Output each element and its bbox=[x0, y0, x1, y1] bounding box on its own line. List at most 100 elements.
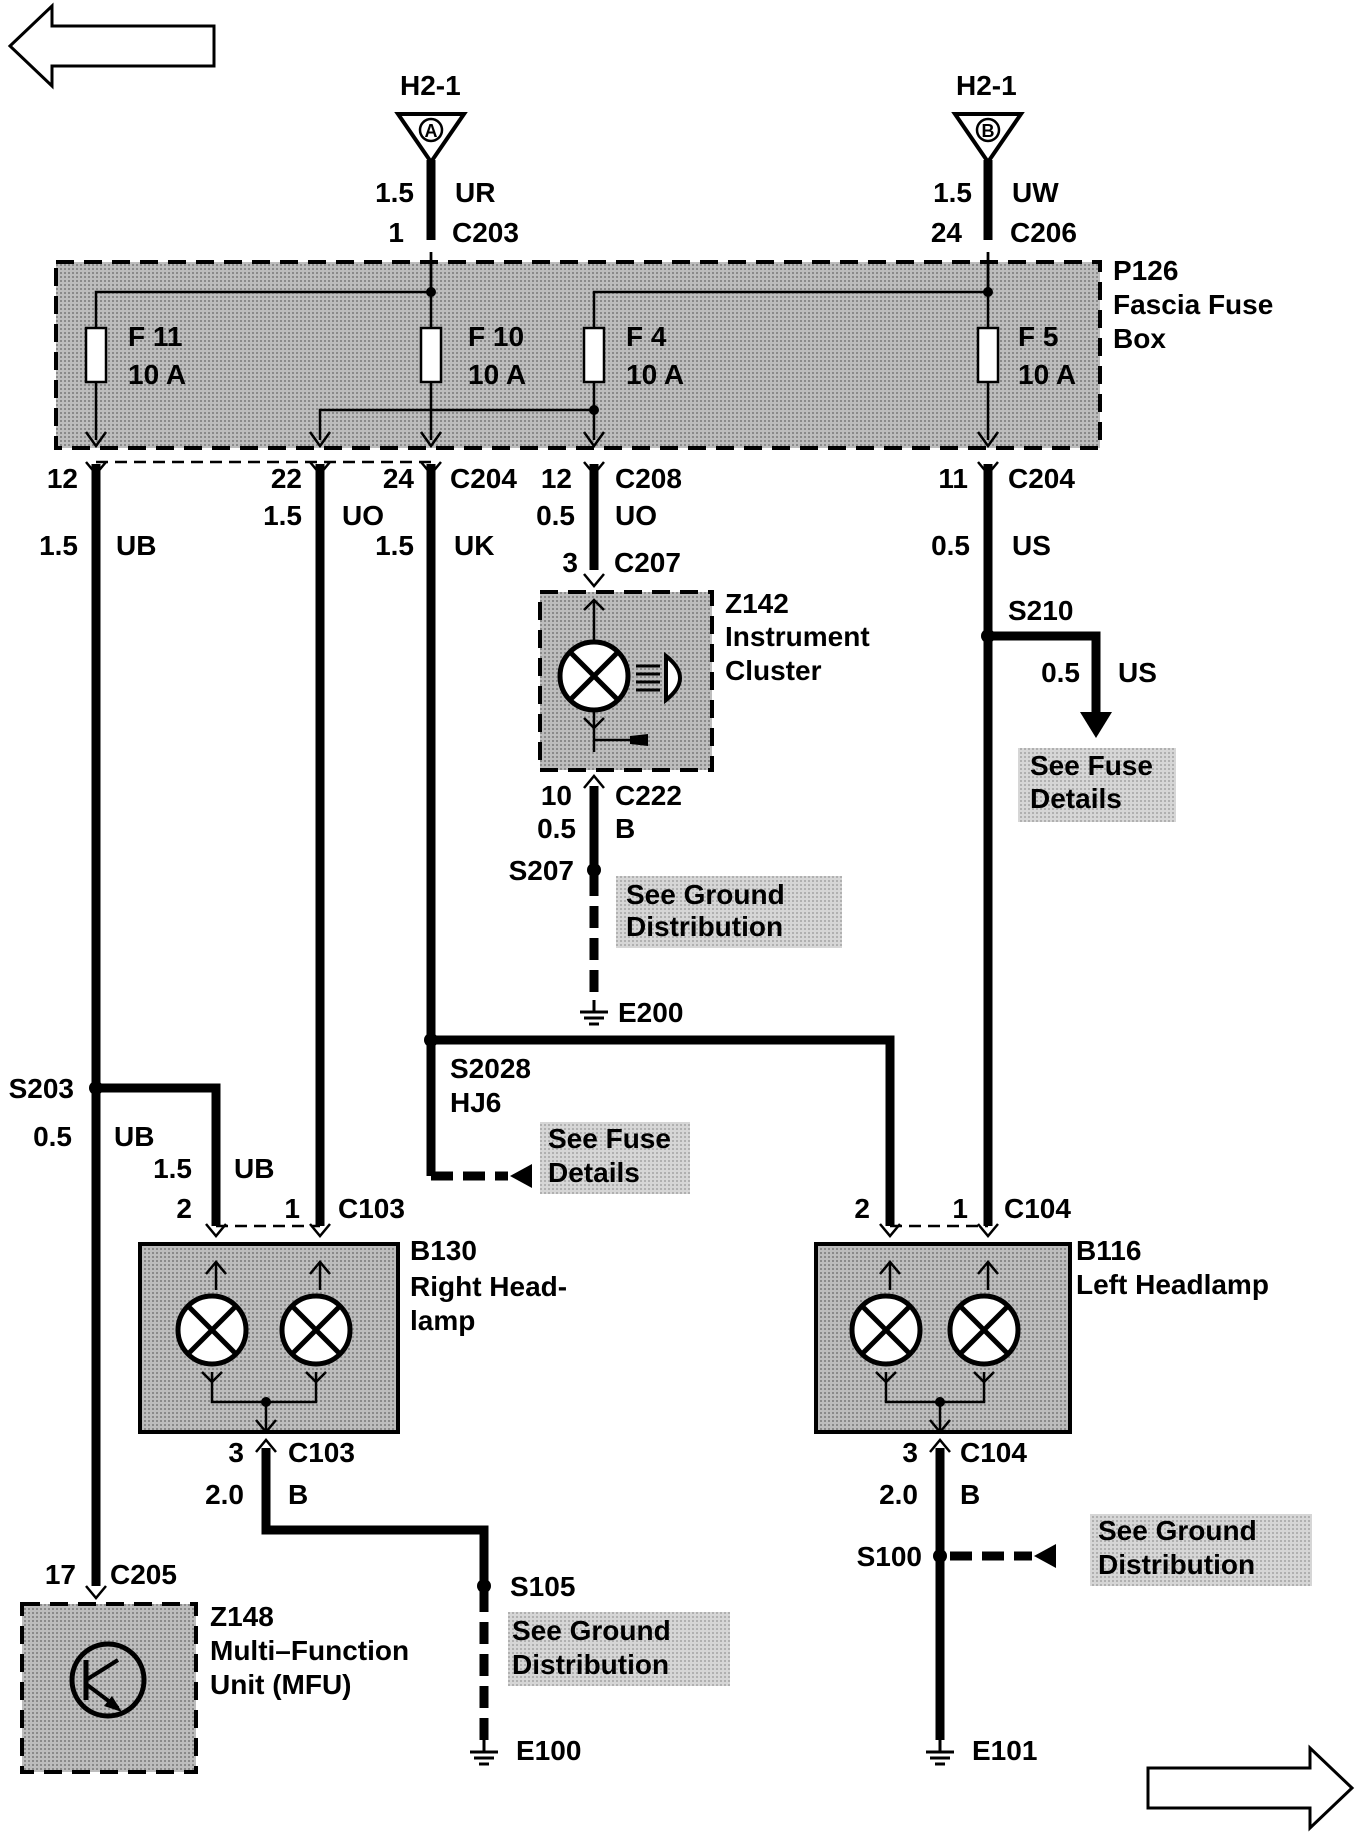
headlamp-symbol-icon bbox=[636, 651, 682, 705]
out-uk-color: UK bbox=[454, 530, 494, 561]
feed-b: H2-1 B 1.5 UW 24 C206 bbox=[931, 70, 1077, 248]
cluster-in-connector: C207 bbox=[614, 547, 681, 578]
fuse-f4-name: F 4 bbox=[626, 321, 667, 352]
out-f5-gauge: 0.5 bbox=[931, 530, 970, 561]
feed-a-letter: A bbox=[425, 121, 438, 141]
fuse-f10-name: F 10 bbox=[468, 321, 524, 352]
feed-b-connector: C206 bbox=[1010, 217, 1077, 248]
cluster-ground-ref-line1[interactable]: See Ground bbox=[626, 879, 785, 910]
mfu-name-line1: Multi–Function bbox=[210, 1635, 409, 1666]
feed-a-ref: H2-1 bbox=[400, 70, 461, 101]
mfu-pin: 17 bbox=[45, 1559, 76, 1590]
s2028-splice: S2028 bbox=[450, 1053, 531, 1084]
s2028-option: HJ6 bbox=[450, 1087, 501, 1118]
fuse-f5-icon bbox=[976, 326, 1000, 384]
mfu-id: Z148 bbox=[210, 1601, 274, 1632]
out-f4-color: UO bbox=[615, 500, 657, 531]
fuse-f4-rating: 10 A bbox=[626, 359, 684, 390]
s210-gauge: 0.5 bbox=[1041, 657, 1080, 688]
feed-a-color: UR bbox=[455, 177, 495, 208]
cluster-out-color: B bbox=[615, 813, 635, 844]
left-arrow-icon[interactable] bbox=[7, 2, 216, 90]
lh-splice: S100 bbox=[857, 1541, 922, 1572]
out-uk-connector: C204 bbox=[450, 463, 517, 494]
fuse-f10-icon bbox=[419, 326, 443, 384]
cluster-out-connector: C222 bbox=[615, 780, 682, 811]
feed-a-pin: 1 bbox=[388, 217, 404, 248]
feed-a-gauge: 1.5 bbox=[375, 177, 414, 208]
rh-id: B130 bbox=[410, 1235, 477, 1266]
lh-ground-ref-line2[interactable]: Distribution bbox=[1098, 1549, 1255, 1580]
cluster-name-line1: Instrument bbox=[725, 621, 870, 652]
out-f5-pin: 11 bbox=[938, 463, 968, 494]
instrument-cluster: 3 C207 Z142 Instrument Cluster 10 C222 0… bbox=[509, 547, 870, 1028]
fuse-box-name-line1: Fascia Fuse bbox=[1113, 289, 1273, 320]
rh-name-line1: Right Head- bbox=[410, 1271, 567, 1302]
s210-fuse-ref-line2[interactable]: Details bbox=[1030, 783, 1122, 814]
feed-b-gauge: 1.5 bbox=[933, 177, 972, 208]
out-f4-connector: C208 bbox=[615, 463, 682, 494]
cluster-ground-ref-line2[interactable]: Distribution bbox=[626, 911, 783, 942]
s210-fuse-ref-line1[interactable]: See Fuse bbox=[1030, 750, 1153, 781]
rh-name-line2: lamp bbox=[410, 1305, 475, 1336]
mfu-name-line2: Unit (MFU) bbox=[210, 1669, 352, 1700]
fuse-f11-rating: 10 A bbox=[128, 359, 186, 390]
lh-ground-ref-line1[interactable]: See Ground bbox=[1098, 1515, 1257, 1546]
rh-in-gauge: 1.5 bbox=[153, 1153, 192, 1184]
rh-in-color: UB bbox=[234, 1153, 274, 1184]
out-f11-gauge: 1.5 bbox=[39, 530, 78, 561]
cluster-out-gauge: 0.5 bbox=[537, 813, 576, 844]
ground-e100-icon bbox=[470, 1740, 498, 1766]
out-uo-gauge: 1.5 bbox=[263, 500, 302, 531]
fuse-box: F 11 10 A F 10 10 A F 4 10 A F 5 10 A P1… bbox=[54, 252, 1273, 450]
fuse-box-outline bbox=[54, 260, 1102, 450]
lh-out-gauge: 2.0 bbox=[879, 1479, 918, 1510]
feed-a-connector: C203 bbox=[452, 217, 519, 248]
s210-color: US bbox=[1118, 657, 1157, 688]
right-arrow-icon[interactable] bbox=[1146, 1744, 1355, 1832]
cluster-name-line2: Cluster bbox=[725, 655, 822, 686]
mfu: 17 C205 Z148 Multi–Function Unit (MFU) bbox=[20, 1559, 409, 1774]
ground-e200-icon bbox=[580, 1000, 608, 1026]
fuse-f11-name: F 11 bbox=[128, 321, 182, 352]
s203-branch: S203 0.5 UB bbox=[9, 1073, 221, 1226]
rh-out-color: B bbox=[288, 1479, 308, 1510]
cluster-id: Z142 bbox=[725, 588, 789, 619]
out-uk-gauge: 1.5 bbox=[375, 530, 414, 561]
ground-e101-icon bbox=[926, 1740, 954, 1766]
left-headlamp: 2 1 C104 B116 Left Headlamp 3 C104 2.0 B bbox=[814, 1193, 1312, 1766]
s203-color: UB bbox=[114, 1121, 154, 1152]
out-f5-connector: C204 bbox=[1008, 463, 1075, 494]
out-f5-color: US bbox=[1012, 530, 1051, 561]
fuse-f5-rating: 10 A bbox=[1018, 359, 1076, 390]
rh-out-gauge: 2.0 bbox=[205, 1479, 244, 1510]
fuse-box-id: P126 bbox=[1113, 255, 1178, 286]
out-uk-pin: 24 bbox=[383, 463, 415, 494]
s2028-branch: S2028 HJ6 See Fuse Details bbox=[424, 1033, 895, 1226]
lh-pin2: 2 bbox=[854, 1193, 870, 1224]
ground-e100-label: E100 bbox=[516, 1735, 581, 1766]
out-f11-color: UB bbox=[116, 530, 156, 561]
fuse-f10-rating: 10 A bbox=[468, 359, 526, 390]
rh-ground-ref-line1[interactable]: See Ground bbox=[512, 1615, 671, 1646]
lh-id: B116 bbox=[1076, 1235, 1141, 1266]
feed-b-color: UW bbox=[1012, 177, 1059, 208]
s210-branch: S210 0.5 US See Fuse Details bbox=[981, 595, 1176, 822]
feed-b-letter: B bbox=[982, 121, 995, 141]
lh-name: Left Headlamp bbox=[1076, 1269, 1269, 1300]
s210-splice: S210 bbox=[1008, 595, 1073, 626]
out-f4-gauge: 0.5 bbox=[536, 500, 575, 531]
feed-b-pin: 24 bbox=[931, 217, 963, 248]
fuse-f11-icon bbox=[84, 326, 108, 384]
rh-ground-ref-line2[interactable]: Distribution bbox=[512, 1649, 669, 1680]
lh-connector: C104 bbox=[1004, 1193, 1071, 1224]
right-headlamp: 1.5 UB 2 1 C103 B130 Right Head- lamp 3 … bbox=[138, 1153, 730, 1766]
ground-e200-label: E200 bbox=[618, 997, 683, 1028]
out-uo-color: UO bbox=[342, 500, 384, 531]
cluster-in-pin: 3 bbox=[562, 547, 578, 578]
fuse-f4-icon bbox=[582, 326, 606, 384]
rh-out-pin: 3 bbox=[228, 1437, 244, 1468]
s2028-fuse-ref-line1[interactable]: See Fuse bbox=[548, 1123, 671, 1154]
s2028-fuse-ref-line2[interactable]: Details bbox=[548, 1157, 640, 1188]
